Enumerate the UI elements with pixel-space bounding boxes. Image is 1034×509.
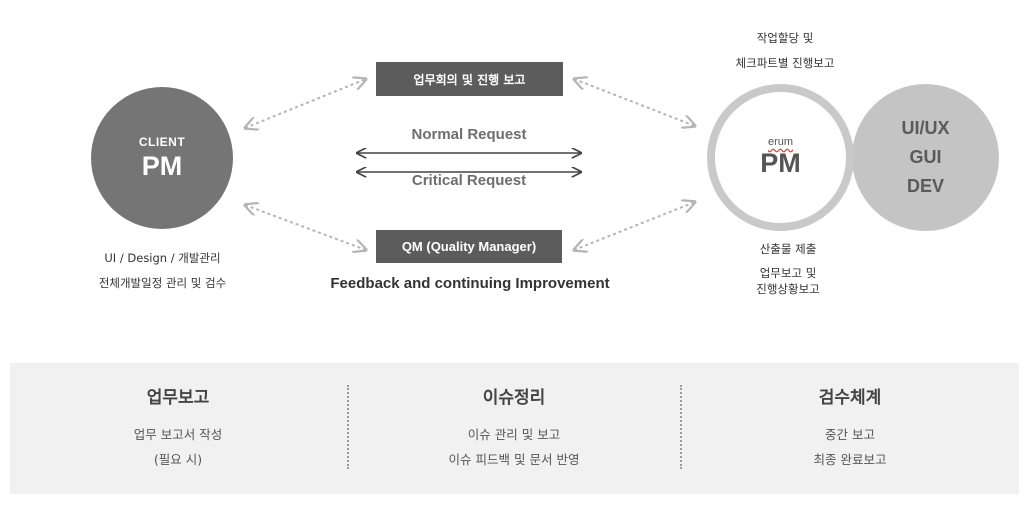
client-note-2: 전체개발일정 관리 및 검수	[98, 276, 227, 290]
erum-pm-label: PM	[760, 148, 801, 178]
dashed-arrow-client-bottom	[245, 205, 366, 250]
summary-column-inspection: 검수체계 중간 보고 최종 완료보고	[682, 363, 1018, 472]
dev-line-gui: GUI	[909, 147, 942, 167]
summary-panel: 업무보고 업무 보고서 작성 (필요 시) 이슈정리 이슈 관리 및 보고 이슈…	[10, 363, 1019, 494]
erum-top-note-1: 작업할당 및	[756, 31, 814, 45]
dev-line-dev: DEV	[906, 176, 944, 196]
summary-line: 이슈 관리 및 보고	[467, 427, 561, 442]
normal-request-label: Normal Request	[411, 126, 527, 143]
critical-request-label: Critical Request	[411, 172, 527, 189]
summary-title-inspection: 검수체계	[818, 388, 882, 408]
client-pm-circle: CLIENT PM	[91, 87, 233, 229]
erum-bottom-note-2: 업무보고 및	[759, 266, 817, 280]
dev-team-circle: UI/UX GUI DEV	[852, 84, 999, 231]
erum-bottom-note-3: 진행상황보고	[756, 282, 820, 296]
client-note-1: UI / Design / 개발관리	[104, 251, 221, 265]
erum-pm-circle: erum PM	[707, 84, 854, 231]
dashed-arrow-erum-top	[574, 79, 695, 126]
qm-box: QM (Quality Manager)	[376, 230, 562, 263]
dev-line-uiux: UI/UX	[901, 118, 950, 138]
summary-line: 중간 보고	[825, 427, 875, 442]
erum-bottom-note-1: 산출물 제출	[759, 242, 817, 256]
erum-top-notes: 작업할당 및 체크파트별 진행보고	[700, 26, 870, 76]
divider	[347, 385, 349, 469]
erum-bottom-notes: 산출물 제출 업무보고 및 진행상황보고	[708, 239, 868, 297]
summary-line: (필요 시)	[153, 452, 203, 467]
feedback-caption: Feedback and continuing Improvement	[330, 275, 610, 292]
erum-top-note-2: 체크파트별 진행보고	[735, 56, 835, 70]
meeting-report-box: 업무회의 및 진행 보고	[376, 62, 563, 96]
summary-column-issues: 이슈정리 이슈 관리 및 보고 이슈 피드백 및 문서 반영	[346, 363, 682, 472]
summary-column-report: 업무보고 업무 보고서 작성 (필요 시)	[10, 363, 346, 472]
summary-title-report: 업무보고	[146, 388, 210, 408]
client-pm-label: PM	[141, 150, 183, 181]
summary-line: 이슈 피드백 및 문서 반영	[448, 452, 580, 467]
client-label: CLIENT	[138, 134, 186, 149]
dashed-arrow-client-top	[245, 79, 366, 128]
dashed-arrow-erum-bottom	[574, 202, 695, 250]
divider	[680, 385, 682, 469]
erum-label: erum	[767, 136, 794, 148]
client-notes: UI / Design / 개발관리 전체개발일정 관리 및 검수	[60, 246, 265, 296]
summary-title-issues: 이슈정리	[482, 388, 546, 408]
summary-line: 최종 완료보고	[813, 452, 887, 467]
summary-line: 업무 보고서 작성	[133, 427, 223, 442]
